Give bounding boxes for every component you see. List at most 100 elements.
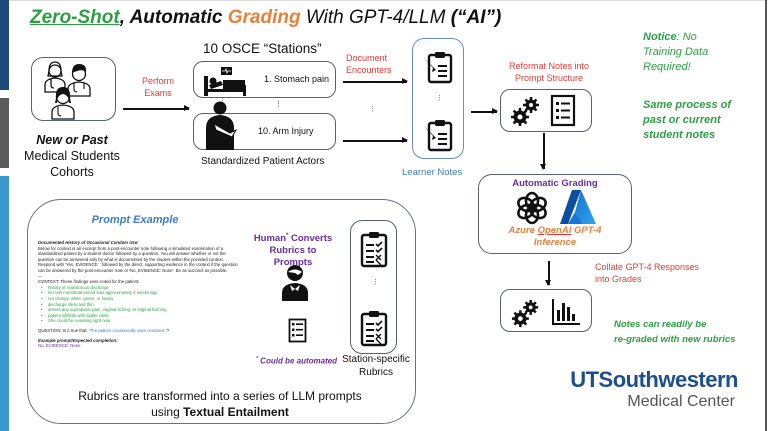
arrow-reformat-to-grading <box>540 133 546 170</box>
document-label-line1: Document <box>346 53 388 63</box>
question-text: The patient occasionally uses condoms. <box>89 327 166 333</box>
finding-item: not clumpy, white, green, or foamy <box>41 296 238 302</box>
notice-bold: Notice <box>643 31 677 43</box>
students-caption: New or Past Medical Students Cohorts <box>16 132 128 180</box>
utsw-southwestern: Southwestern <box>598 367 739 392</box>
reformat-label: Reformat Notes into Prompt Structure <box>494 60 604 84</box>
document-label-line2: Encounters <box>346 65 392 75</box>
doctors-icon <box>44 61 91 120</box>
perform-label-line2: Exams <box>144 88 172 98</box>
automated-footnote: * Could be automated <box>256 356 337 366</box>
azure-label: Azure <box>508 225 538 236</box>
converts-label: Converts <box>288 233 333 245</box>
grading-title: Automatic Grading <box>512 178 598 189</box>
same-process-text: Same process of past or current student … <box>643 98 731 143</box>
title-grading: Grading <box>227 7 301 28</box>
openai-label: OpenAI <box>537 225 572 236</box>
openai-logo-icon <box>517 191 547 225</box>
station-ellipsis-left: ⋮ <box>219 98 226 105</box>
inference-label: Inference <box>533 237 577 248</box>
bar-chart-icon <box>552 299 580 325</box>
perform-exams-label: Perform Exams <box>128 75 188 99</box>
regrade-note: Notes can readily be re-graded with new … <box>614 317 735 347</box>
bottom-caption-line1: Rubrics are transformed into a series of… <box>78 389 362 403</box>
station-card-10: 10. Arm Injury <box>193 101 336 150</box>
prompt-example-title: Prompt Example <box>91 214 179 226</box>
notice-line2: Training Data <box>643 46 709 58</box>
document-encounters-label: Document Encounters <box>346 52 392 76</box>
rubrics-to-prompts-label: Rubrics to Prompts <box>269 245 317 269</box>
top-border <box>0 0 768 1</box>
same-process-line3: student notes <box>643 129 716 141</box>
encounter-ellipsis: ⋮ <box>369 106 376 113</box>
same-process-line2: past or current <box>643 114 721 126</box>
collate-label-line1: Collate GPT-4 Responses <box>595 262 700 272</box>
reformat-label-line1: Reformat Notes into <box>508 61 590 71</box>
rubrics-caption-line2: Rubrics <box>359 367 393 378</box>
students-box <box>31 57 116 121</box>
utsw-medical-center: Medical Center <box>627 393 735 410</box>
gears-icon <box>511 97 539 126</box>
prompt-example-text: Documented History of Occasional Condom … <box>38 240 238 349</box>
gears-icon <box>511 299 539 328</box>
arrow-station10-to-notes <box>343 137 408 143</box>
checklist-icon <box>550 94 576 127</box>
students-label-cohorts: Cohorts <box>50 165 94 179</box>
clipboard-checklist-icon <box>360 232 388 268</box>
arrow-students-to-stations <box>123 105 190 111</box>
rubrics-caption: Station-specific Rubrics <box>336 353 416 379</box>
title-zero-shot: Zero-Shot <box>30 7 120 28</box>
clipboard-checklist-icon <box>360 311 388 347</box>
arrow-grading-to-collate <box>545 261 551 286</box>
rubrics-ellipsis: ⋮ <box>372 279 379 286</box>
prompt-intro: Below for context is an excerpt from a p… <box>38 245 238 273</box>
title-with-gpt4: With GPT-4/LLM <box>300 7 451 28</box>
question-end: '? <box>165 327 170 333</box>
completion-value: No, EVIDENCE: None <box>38 343 81 349</box>
rubrics-caption-line1: Station-specific <box>342 354 410 365</box>
reformat-box <box>500 89 592 132</box>
azure-logo-icon <box>560 190 596 224</box>
perform-label-line1: Perform <box>141 76 174 86</box>
slide-title: Zero-Shot, Automatic Grading With GPT-4/… <box>30 7 501 29</box>
reformat-label-line2: Prompt Structure <box>514 73 584 83</box>
title-ai: (“AI”) <box>450 7 502 28</box>
prompt-heading: Documented History of Occasional Condom … <box>38 240 139 245</box>
notice-rest: : No <box>676 31 697 43</box>
utsw-ut: UT <box>570 367 599 392</box>
finding-item: history of malodorous discharge <box>41 285 238 291</box>
collate-box <box>500 289 592 332</box>
utsw-logo-wordmark: UTSouthwestern <box>538 368 738 392</box>
person-icon <box>282 265 308 301</box>
title-automatic: , Automatic <box>119 7 228 28</box>
textual-entailment-label: Textual Entailment <box>183 405 289 419</box>
prompt-question: QUESTION: Is it true that: 'The patient … <box>38 328 238 334</box>
checklist-icon <box>288 318 307 343</box>
completion-label: Example prompt/Expected completion: <box>38 337 118 343</box>
prompt-findings-list: history of malodorous discharge her last… <box>38 285 238 324</box>
stripe-light-blue <box>0 176 9 431</box>
arm-sling-icon <box>206 101 238 150</box>
arrow-station1-to-notes <box>343 78 408 84</box>
station-1-label: 1. Stomach pain <box>264 74 330 84</box>
bottom-caption-using: using <box>151 405 184 419</box>
stations-caption: Standardized Patient Actors <box>201 156 325 167</box>
question-label: QUESTION: Is it true that: ' <box>38 327 90 333</box>
grading-box: Automatic Grading Azure OpenAI GPT-4 Inf… <box>478 174 632 254</box>
prompt-separator: --- <box>38 273 43 279</box>
finding-item: denies any suprapubic pain, vaginal itch… <box>41 307 238 313</box>
rubrics-box: ⋮ <box>350 220 397 354</box>
notes-ellipsis: ⋮ <box>436 95 443 102</box>
utsw-logo: UTSouthwestern Medical Center <box>538 368 738 411</box>
regrade-line2: re-graded with new rubrics <box>614 334 736 345</box>
students-label-medical: Medical Students <box>24 149 120 163</box>
finding-item: discharge clear and thin. <box>41 302 238 308</box>
finding-item: her last menstrual period was approximat… <box>41 290 238 296</box>
arrow-notes-to-reformat <box>471 108 498 114</box>
notice-line3: Required! <box>643 61 691 73</box>
footnote-text: Could be automated <box>257 356 338 366</box>
human-converts-label: Human* Converts Rubrics to Prompts <box>250 230 336 269</box>
grading-inference-text: Azure OpenAI GPT-4 Inference <box>479 225 631 249</box>
prompt-context-label: CONTEXT: These findings were noted for t… <box>38 279 140 285</box>
finding-item: patient afebrile with stable vitals <box>41 313 238 319</box>
